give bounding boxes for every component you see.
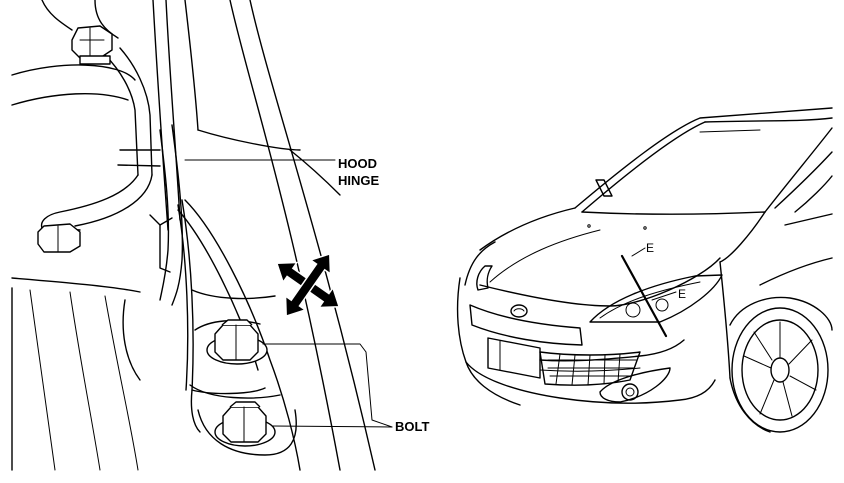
four-way-move-arrows-icon (275, 252, 341, 318)
vehicle-windshield (574, 107, 833, 215)
upper-hinge-bolt (71, 25, 113, 65)
bolt-label: BOLT (395, 419, 429, 434)
hinge-side-nut (37, 223, 81, 253)
vehicle-lower-grille (539, 351, 641, 386)
vehicle-hood (464, 207, 766, 307)
fender-apron (122, 199, 301, 471)
leader-lines (184, 159, 393, 428)
hood-hinge-label-line1: HOOD (338, 156, 377, 171)
section-mark-e-lower: E (678, 287, 686, 301)
compartment-rails (152, 0, 376, 471)
hood-hinge-label-line2: HINGE (338, 173, 380, 188)
section-mark-e-upper: E (646, 241, 654, 255)
vehicle-overview: E E (456, 107, 833, 433)
fender-bolt-lower (214, 401, 276, 447)
vehicle-front-wheel (729, 296, 833, 433)
fender-bolt-upper (206, 319, 268, 365)
body-panel-lines (11, 0, 141, 471)
hinge-detail-view: HOOD HINGE BOLT (11, 0, 429, 471)
vehicle-emblem (510, 304, 528, 318)
vehicle-bumper (456, 261, 731, 406)
section-line-e (620, 247, 677, 338)
vehicle-side (759, 151, 833, 286)
